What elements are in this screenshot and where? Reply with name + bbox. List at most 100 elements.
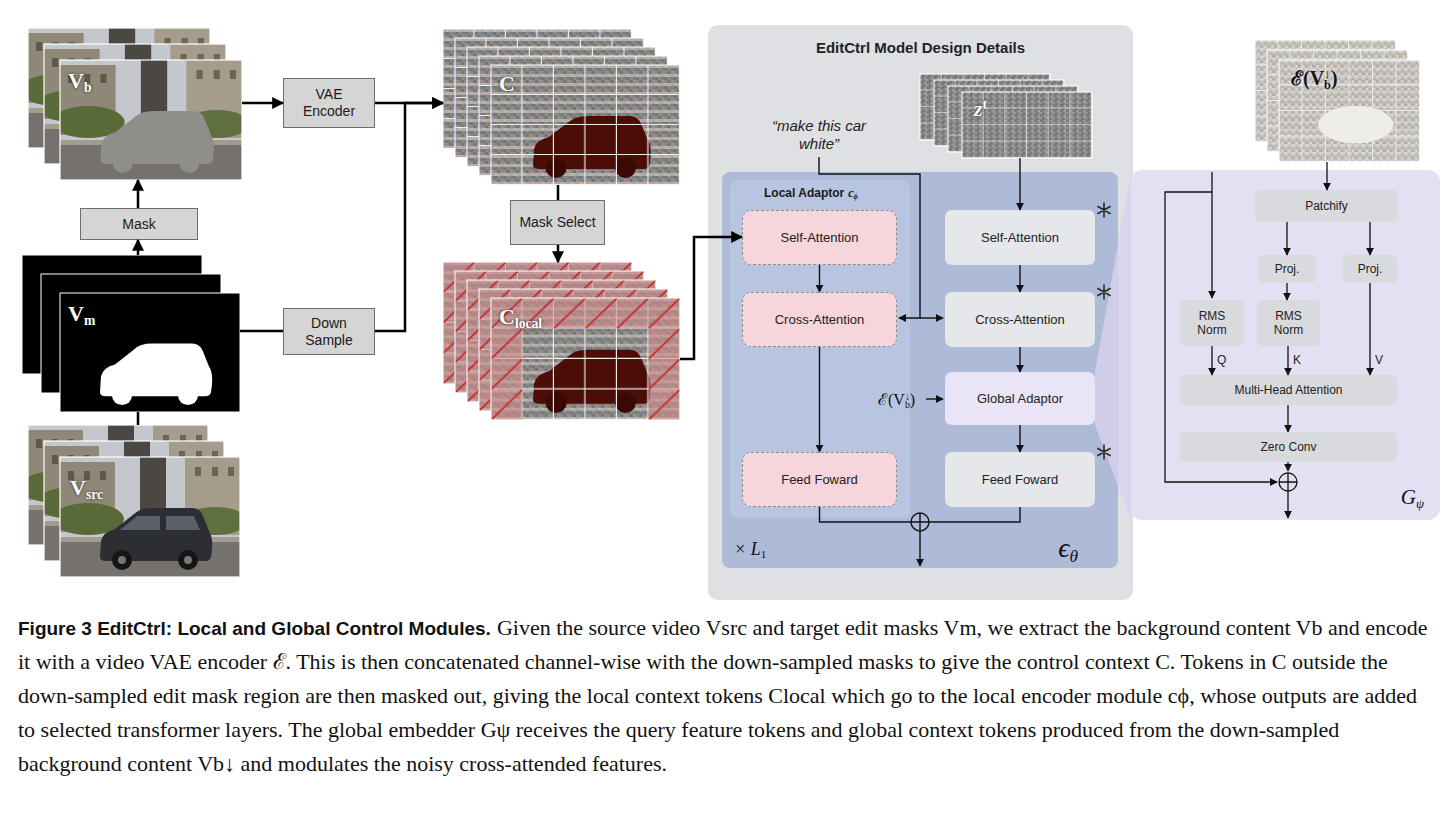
node-text: RMS Norm <box>1186 309 1238 338</box>
frozen-icon <box>1098 203 1110 459</box>
text-group: ϵθ <box>1058 532 1078 564</box>
trainable-block: Self-Attention <box>742 210 897 265</box>
residual-sum-part <box>919 531 920 566</box>
node-text: ϕ <box>854 192 858 201</box>
prompt-wire <box>819 157 943 318</box>
source-stack-part <box>52 457 247 577</box>
connector <box>1019 347 1020 372</box>
node-text: Self-Attention <box>780 230 858 246</box>
figure-title: Figure 3 EditCtrl: Local and Global Cont… <box>18 618 491 639</box>
process-box: Mask <box>80 208 198 240</box>
layer-box: Patchify <box>1255 190 1398 222</box>
process-box: Down Sample <box>283 308 375 355</box>
embedder-wire-part <box>1165 192 1277 482</box>
connector <box>137 240 140 255</box>
frozen-block: Feed Foward <box>945 452 1095 507</box>
node-text: Mask Select <box>519 214 595 231</box>
edge-label: K <box>1293 353 1301 367</box>
node-text: src <box>86 487 103 502</box>
node-text: Proj. <box>1275 262 1300 276</box>
text-group: RMS Norm <box>1180 300 1244 346</box>
node-text: Feed Foward <box>982 472 1059 488</box>
noise-stack <box>920 74 1092 158</box>
node-text: VAE Encoder <box>290 86 368 120</box>
local-context-stack <box>443 262 680 420</box>
text-group: Local Adaptorcϕ <box>764 186 858 201</box>
text-group: Gψ <box>1401 485 1424 510</box>
text-group: Cross-Attention <box>743 293 896 346</box>
node-text: Cross-Attention <box>775 312 865 328</box>
node-text: local <box>515 316 542 331</box>
connector <box>1287 346 1288 375</box>
context-stack-part <box>491 65 680 185</box>
connector <box>557 185 560 200</box>
text-group: ℰ(V↓b) <box>1291 64 1338 91</box>
node-text: EditCtrl Model Design Details <box>816 39 1025 56</box>
frozen-icon-part <box>1098 285 1110 299</box>
embedder-wire-part <box>1287 462 1288 471</box>
zoom-wedge <box>1095 172 1131 520</box>
connector <box>819 347 820 452</box>
prompt-text: “make this car white” <box>772 117 866 152</box>
text-group: Zero Conv <box>1180 432 1397 462</box>
text-group: Multi-Head Attention <box>1180 375 1397 405</box>
source-stack <box>20 425 247 577</box>
connector <box>240 330 283 333</box>
node-text: V <box>68 301 84 326</box>
prompt-wire-part <box>920 317 943 318</box>
node-text: C <box>499 71 515 96</box>
caption-block: Figure 3 EditCtrl: Local and Global Cont… <box>18 612 1431 782</box>
text-group: Feed Foward <box>743 453 896 506</box>
mask-stack-part <box>60 293 240 412</box>
video-stack-part <box>60 60 242 180</box>
node-text: b <box>1324 78 1331 92</box>
node-text: t <box>983 97 988 112</box>
frozen-block: Self-Attention <box>945 210 1095 265</box>
text-group: Self-Attention <box>743 211 896 264</box>
layer-box: Zero Conv <box>1180 432 1397 462</box>
text-group: Patchify <box>1255 190 1398 222</box>
connector <box>557 245 560 262</box>
node-text: Local Adaptor <box>764 186 844 200</box>
text-group: × L1 <box>734 539 766 560</box>
connector <box>1286 222 1287 255</box>
text-group: Feed Foward <box>945 452 1095 507</box>
video-stack-part <box>52 60 249 180</box>
text-group: Self-Attention <box>945 210 1095 265</box>
node-text: × L <box>734 539 761 559</box>
node-text: Proj. <box>1358 262 1383 276</box>
prompt-text: “make this car white” <box>750 117 888 153</box>
local-context-stack-part <box>491 298 680 420</box>
frozen-icon-part <box>1098 203 1110 217</box>
node-text: 1 <box>761 548 767 560</box>
local-context-stack-part <box>491 298 680 420</box>
mask-stack-part <box>60 293 240 412</box>
text-group: Proj. <box>1343 255 1397 283</box>
node-text: Feed Foward <box>781 472 858 488</box>
connector <box>375 103 443 331</box>
context-stack-part <box>491 65 680 185</box>
video-stack <box>20 28 249 180</box>
connector <box>1287 405 1288 432</box>
node-text: Global Adaptor <box>977 391 1063 407</box>
node-text: Patchify <box>1305 199 1348 213</box>
connector <box>1019 265 1020 292</box>
input-symbol: ℰ(V <box>878 391 905 408</box>
trainable-block: Cross-Attention <box>742 292 897 347</box>
connector <box>1369 222 1370 255</box>
residual-sum <box>820 507 1021 566</box>
text-group: VAE Encoder <box>284 79 374 127</box>
node-text: C <box>499 304 515 329</box>
connector <box>1369 283 1370 375</box>
embedder-wire-part <box>1279 473 1297 491</box>
global-input-arrow <box>926 398 943 399</box>
mask-stack <box>22 255 240 412</box>
node-text: V <box>68 68 84 93</box>
residual-sum-part <box>820 507 912 522</box>
input-symbol: b <box>905 399 910 410</box>
edge-label: Q <box>1217 353 1226 367</box>
node-text: ϵ <box>1058 532 1069 563</box>
connector <box>1326 162 1327 190</box>
connector <box>137 412 140 425</box>
